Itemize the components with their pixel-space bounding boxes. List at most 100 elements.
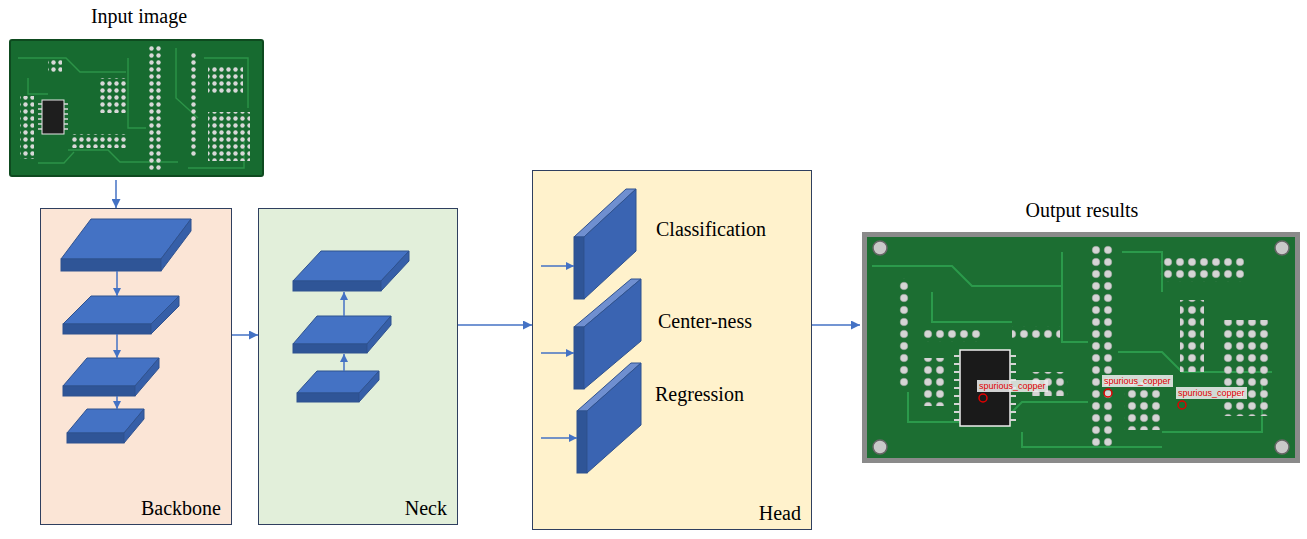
flow-arrow	[116, 271, 118, 296]
feature-map-slab	[293, 281, 381, 291]
module-title: Head	[759, 501, 801, 525]
pcb-trace	[932, 292, 1012, 322]
branch-label: Center-ness	[658, 309, 752, 333]
feature-map-slab	[135, 358, 159, 396]
pcb-board	[867, 237, 1295, 458]
detection-label: spurious_copper	[1176, 387, 1247, 399]
solder-pads	[922, 330, 982, 342]
mounting-hole	[1275, 241, 1289, 255]
branch-label: Regression	[655, 382, 744, 406]
feature-map-slab	[293, 316, 391, 353]
feature-map-slab	[161, 219, 191, 271]
solder-pads	[208, 66, 243, 94]
detection-label: spurious_copper	[977, 380, 1048, 392]
image-frame	[862, 232, 1300, 463]
mounting-hole	[873, 241, 1289, 454]
flow-arrow	[343, 292, 345, 316]
feature-map-slab	[63, 324, 151, 334]
feature-map-slab	[293, 344, 367, 353]
solder-pads	[1222, 320, 1270, 416]
solder-pads	[20, 96, 34, 159]
feature-map-slab	[61, 259, 161, 271]
feature-map-slab	[63, 296, 179, 334]
feature-map-slab	[63, 386, 135, 396]
pcb-trace	[872, 252, 1272, 447]
ic-chip	[38, 100, 68, 134]
mounting-hole	[1275, 440, 1289, 454]
solder-pads	[1090, 244, 1114, 448]
detection-label: spurious_copper	[1102, 375, 1173, 387]
neck-layers	[259, 209, 459, 526]
branch-slab	[577, 363, 641, 473]
feature-map-slab	[359, 371, 379, 402]
flow-arrow	[343, 354, 345, 371]
flow-arrow	[458, 324, 532, 326]
solder-pads	[898, 244, 1270, 448]
branch-slab	[574, 237, 584, 299]
image-panel: Output resultsspurious_copperspurious_co…	[860, 198, 1304, 465]
feature-map-slab	[367, 316, 391, 353]
flow-arrow	[116, 396, 118, 409]
image-caption: Output results	[1026, 198, 1139, 222]
pcb-trace	[1122, 252, 1162, 292]
feature-map-slab	[297, 393, 359, 402]
image-caption: Input image	[91, 4, 187, 28]
solder-pads	[208, 112, 250, 161]
feature-map-slab	[63, 358, 159, 396]
feature-map-slab	[381, 251, 409, 291]
pcb-trace	[28, 78, 48, 94]
mounting-hole	[873, 241, 887, 255]
solder-pads	[98, 78, 126, 113]
pcb-result-image	[862, 232, 1300, 463]
feature-map-slab	[151, 296, 179, 334]
pcb-image	[8, 38, 265, 178]
module-box: HeadClassificationCenter-nessRegression	[532, 170, 812, 530]
flow-arrow	[232, 334, 258, 336]
pcb-trace	[38, 152, 74, 163]
module-box: Backbone	[40, 208, 232, 525]
feature-map-slab	[297, 371, 379, 402]
defect-marker	[1104, 389, 1112, 397]
feature-map-slab	[67, 409, 144, 443]
mounting-hole	[873, 440, 887, 454]
pcb-trace	[204, 58, 248, 108]
branch-slab	[574, 327, 584, 389]
flow-arrow	[115, 180, 117, 208]
flow-arrow	[343, 292, 345, 371]
flow-arrow	[812, 324, 860, 326]
module-title: Neck	[405, 496, 447, 520]
solder-pads	[922, 358, 946, 406]
ic-chip	[42, 100, 64, 134]
solder-pads	[70, 134, 126, 148]
solder-pads	[898, 278, 910, 388]
input-arrow	[541, 266, 577, 438]
module-title: Backbone	[141, 496, 221, 520]
solder-pads	[1160, 258, 1244, 282]
pcb-trace	[128, 58, 146, 128]
input-arrow	[541, 352, 574, 354]
solder-pads	[190, 52, 197, 157]
image-panel: Input image	[8, 4, 270, 180]
input-arrow	[541, 265, 574, 267]
input-arrow	[541, 437, 577, 439]
solder-pads	[1124, 382, 1160, 430]
feature-map-slab	[293, 251, 409, 291]
solder-pads	[48, 60, 62, 74]
pcb-trace	[18, 58, 126, 72]
pcb-trace	[1062, 252, 1088, 342]
module-box: Neck	[258, 208, 458, 525]
feature-map-slab	[67, 433, 124, 443]
solder-pads	[1180, 300, 1204, 372]
solder-pads	[20, 46, 250, 172]
backbone-layers	[41, 209, 233, 526]
branch-slab	[587, 363, 641, 473]
feature-map-slab	[124, 409, 144, 443]
ic-chip	[38, 104, 68, 129]
solder-pads	[1012, 326, 1060, 338]
flow-arrow	[116, 271, 118, 409]
flow-arrow	[116, 334, 118, 358]
pcb-board	[10, 40, 263, 176]
solder-pads	[148, 46, 162, 172]
branch-slab	[577, 411, 587, 473]
